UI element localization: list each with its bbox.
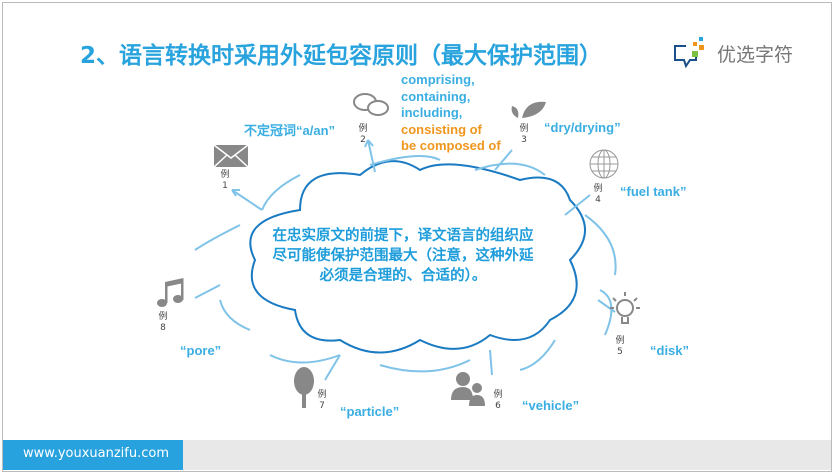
term: including, [401, 105, 463, 120]
slide-title: 2、语言转换时采用外延包容原则（最大保护范围） [80, 43, 603, 69]
users-icon [451, 372, 485, 406]
example-number: 5 [617, 347, 623, 357]
tree-icon [294, 367, 314, 408]
caption-1: 不定冠词“a/an” [244, 123, 336, 138]
example-label: 例 [493, 390, 503, 400]
center-statement: 在忠实原文的前提下，译文语言的组织应尽可能使保护范围最大（注意，这种外延必须是合… [272, 228, 534, 284]
example-label: 例 [220, 170, 230, 180]
lightbulb-icon [610, 292, 640, 324]
example-number: 4 [595, 195, 601, 205]
example-2-terms: comprising, containing, including, consi… [401, 72, 501, 155]
example-number: 1 [222, 181, 228, 191]
caption-6: “vehicle” [522, 398, 580, 413]
envelope-icon [214, 145, 248, 167]
example-label: 例 [358, 124, 368, 134]
example-number: 7 [319, 401, 325, 411]
term: be composed of [401, 138, 501, 153]
logo-icon [674, 37, 704, 68]
speech-bubbles-icon [353, 93, 389, 116]
example-label: 例 [519, 124, 529, 134]
globe-icon [589, 149, 619, 179]
caption-7: “particle” [340, 404, 400, 419]
cloud-diagram [194, 139, 617, 381]
example-label: 例 [317, 390, 327, 400]
example-label: 例 [158, 312, 168, 322]
music-note-icon [157, 278, 184, 307]
example-label: 例 [615, 336, 625, 346]
example-number: 2 [360, 135, 366, 145]
example-label: 例 [593, 184, 603, 194]
leaf-icon [511, 101, 546, 118]
caption-4: “fuel tank” [620, 184, 687, 199]
example-number: 3 [521, 135, 527, 145]
footer-bar [183, 440, 831, 470]
caption-5: “disk” [650, 343, 690, 358]
caption-3: “dry/drying” [544, 120, 621, 135]
example-number: 8 [160, 323, 166, 333]
footer-url[interactable]: www.youxuanzifu.com [3, 440, 183, 470]
term: comprising, [401, 72, 475, 87]
example-number: 6 [495, 401, 501, 411]
term: containing, [401, 88, 471, 104]
term: consisting of [401, 121, 482, 137]
caption-8: “pore” [180, 343, 222, 358]
logo-text: 优选字符 [717, 44, 794, 66]
